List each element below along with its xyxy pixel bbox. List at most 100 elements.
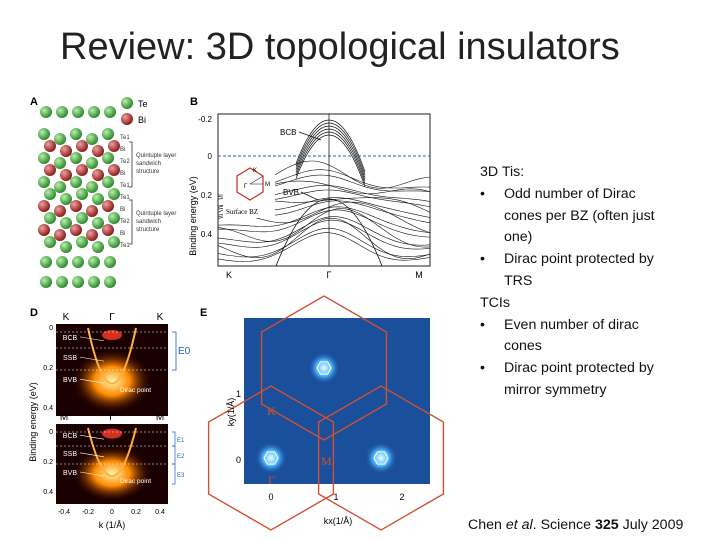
te-atom [102,128,114,140]
y-tick-label: 0.2 [43,459,53,466]
dirac-point-label: Dirac point [120,387,151,394]
panel-b-ylabel: Binding energy (eV) [188,176,198,256]
te-atom [44,188,56,200]
valence-band-line [217,232,431,262]
bi-atom [70,200,82,212]
te-atom [86,157,98,169]
bi-atom [60,145,72,157]
bullet-glyph: • [480,360,485,377]
te-atom [54,157,66,169]
te-atom [92,217,104,229]
te-atom [72,106,84,118]
te-atom [76,236,88,248]
y-tick-label: 1 [236,389,241,399]
bcb-label: BCB [280,128,296,137]
layer-label: Te2 [120,219,130,225]
bullet-glyph: • [480,251,485,268]
slide-title: Review: 3D topological insulators [60,26,620,68]
band-arrow [79,356,105,362]
k-point-label: K [267,404,276,418]
te-atom [72,276,84,288]
arpes-intensity [72,445,152,502]
te-atom [54,181,66,193]
te-atom [88,276,100,288]
bi-atom [44,140,56,152]
te-atom [38,176,50,188]
bi-atom [102,224,114,236]
panel-e-ylabel: ky(1/Å) [226,398,236,427]
te-atom [44,236,56,248]
legend-te-label: Te [138,99,148,109]
band-arrow [79,434,105,440]
te-atom [108,212,120,224]
inset-k-label: K [253,168,257,174]
notes-bullet-3: •Even number of dirac cones [480,315,710,359]
te-atom [54,133,66,145]
bi-atom [44,164,56,176]
notes-text: 3D Tis: •Odd number of Dirac cones per B… [480,162,710,402]
legend-bi-atom [121,113,133,125]
bz-hexagon [260,295,388,441]
bcb-arrow [298,131,322,141]
legend-bi-label: Bi [138,115,146,125]
te-atom [40,106,52,118]
brace-text: structure [136,169,160,175]
valence-band-line [217,208,431,248]
bi-atom [86,229,98,241]
valence-band-line [217,219,431,250]
e-bracket [172,445,176,465]
y-tick-label: 0 [236,455,241,465]
te-atom [104,256,116,268]
layer-label: Te1 [120,195,130,201]
panel-e-yticks: 10 [236,389,241,465]
layer-label: Te1 [120,135,130,141]
x-tick-label: Γ [327,270,332,280]
e-level-label: E2 [177,454,185,460]
bi-atom [38,200,50,212]
arpes-intensity [72,348,152,414]
citation-date: July 2009 [618,517,684,533]
bullet-3-line-2: cones [504,338,542,355]
bullet-glyph: • [480,185,485,202]
e-level-label: E3 [177,473,185,479]
bullet-1-line-1: Odd number of Dirac [504,185,636,202]
surface-bz-inset: K Γ M Surface BZ [223,158,275,218]
brace-text: sandwich [136,219,161,225]
band-label: BCB [63,433,78,440]
te-atom [88,106,100,118]
te-atom [56,276,68,288]
e0-label: E0 [178,346,191,357]
bullet-glyph: • [480,316,485,333]
x-tick-label: -0.2 [82,509,94,516]
bi-atom [38,224,50,236]
citation-volume: 325 [595,517,619,533]
x-tick-label: 0 [110,509,114,516]
gamma-point-label: Γ [268,473,275,487]
te-atom [38,128,50,140]
valence-band-line [217,217,431,259]
te-atom [70,152,82,164]
y-tick-label: 0.2 [201,191,213,200]
bvb-arrow [300,191,319,201]
layer-label: Te1 [120,243,130,249]
te-atom [86,181,98,193]
valence-band-line [217,216,431,246]
crystal-structure [38,106,120,288]
x-tick-label: 2 [399,492,404,502]
bvb-label: BVB [283,188,299,197]
band-label: SSB [63,451,77,458]
brace-text: sandwich [136,161,161,167]
valence-band-line [217,227,431,258]
y-tick-label: 0 [49,325,53,332]
panel-e-label: E [200,307,207,319]
layer-label: Bi [120,147,125,153]
legend-te-atom [121,97,133,109]
